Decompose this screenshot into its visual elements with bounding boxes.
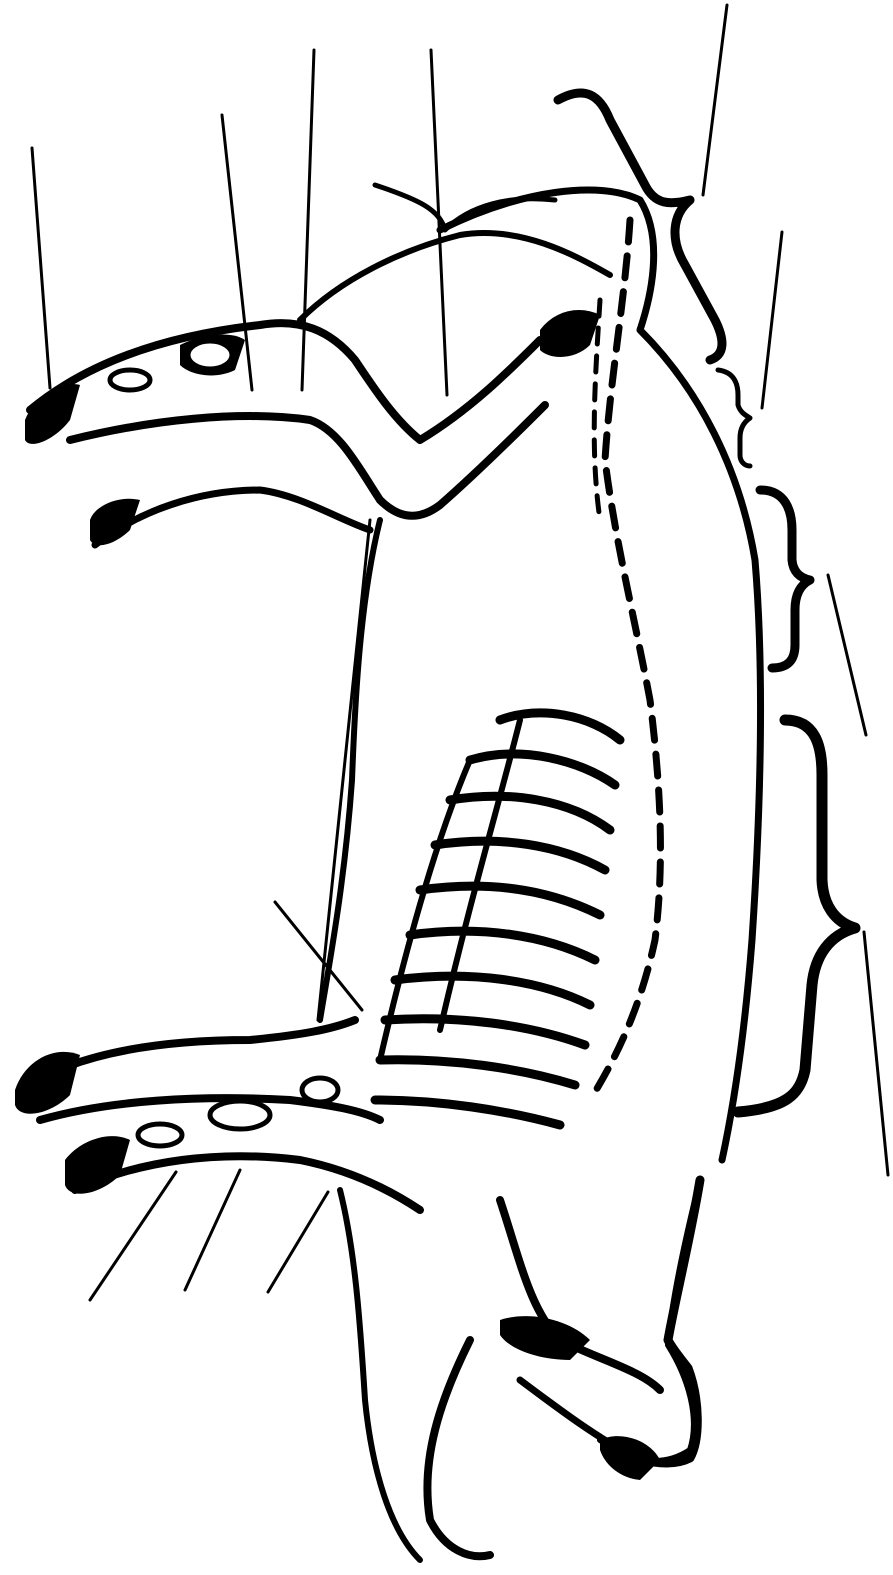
leader-line bbox=[864, 932, 888, 1175]
leader-line bbox=[268, 1192, 328, 1292]
leader-line bbox=[828, 575, 866, 735]
leader-line bbox=[32, 148, 50, 388]
leader-line bbox=[90, 1172, 176, 1300]
rib-cage bbox=[375, 713, 620, 1125]
leader-line bbox=[318, 520, 370, 1020]
leader-line bbox=[302, 50, 314, 390]
hindleg-bones bbox=[15, 1020, 420, 1210]
leader-line bbox=[762, 232, 782, 408]
spine-vertebrae bbox=[590, 220, 660, 1100]
shank-bones bbox=[427, 1200, 660, 1556]
foreleg-bones bbox=[25, 310, 600, 545]
leader-line bbox=[703, 5, 727, 195]
leader-line bbox=[275, 902, 362, 1010]
brace-rack-region bbox=[760, 490, 810, 668]
leader-line bbox=[185, 1170, 240, 1290]
